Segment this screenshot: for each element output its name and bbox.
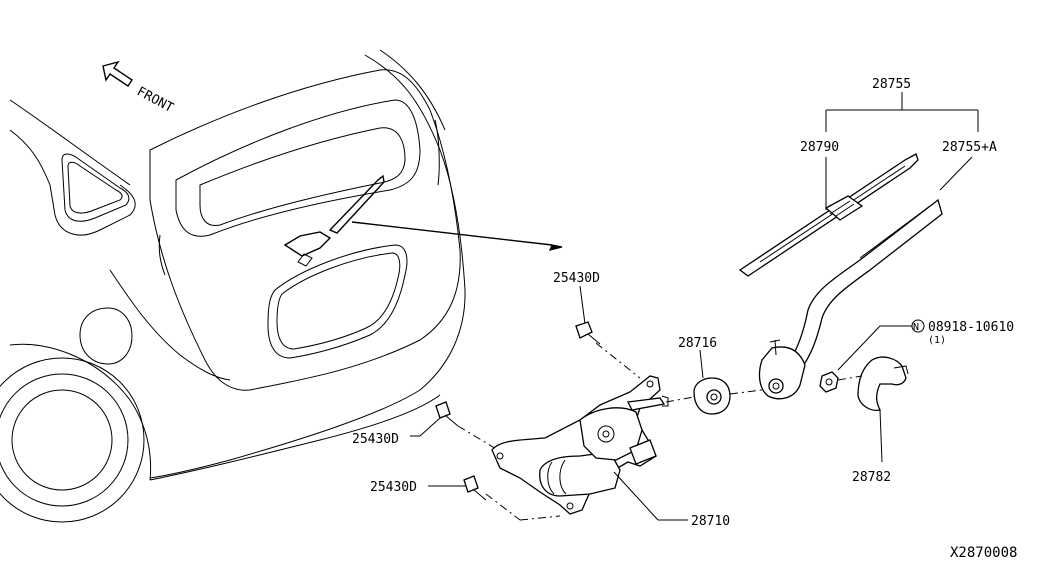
label-25430d-bottom: 25430D — [370, 480, 417, 495]
label-28716: 28716 — [678, 336, 717, 351]
bolt-25430d-bottom — [428, 475, 487, 501]
label-25430d-top: 25430D — [553, 271, 600, 286]
centerlines — [457, 342, 863, 521]
bolt-25430d-top — [575, 285, 601, 345]
label-08918-qty: (1) — [928, 335, 946, 346]
label-28755-a: 28755+A — [942, 140, 997, 155]
bolt-25430d-middle — [410, 401, 459, 437]
nut-08918: N — [819, 319, 925, 393]
wiper-motor-assembly — [491, 375, 669, 515]
detail-pointer-arrow — [351, 221, 563, 251]
wiper-arm — [758, 156, 973, 400]
label-25430d-middle: 25430D — [352, 432, 399, 447]
vehicle-rear-body — [0, 49, 466, 523]
wiper-blade — [738, 153, 919, 277]
label-28755: 28755 — [872, 77, 911, 92]
label-28790: 28790 — [800, 140, 839, 155]
label-28710: 28710 — [691, 514, 730, 529]
front-direction-arrow-icon — [102, 60, 133, 87]
label-08918-10610: 08918-10610 — [928, 320, 1014, 335]
label-28782: 28782 — [852, 470, 891, 485]
front-label: FRONT — [134, 84, 176, 116]
nut-prefix-label: N — [913, 322, 919, 333]
leader-28710 — [613, 471, 688, 521]
diagram-code: X2870008 — [950, 545, 1017, 561]
pivot-cap — [857, 356, 909, 463]
grommet — [693, 349, 731, 415]
leader-28755 — [825, 92, 979, 132]
